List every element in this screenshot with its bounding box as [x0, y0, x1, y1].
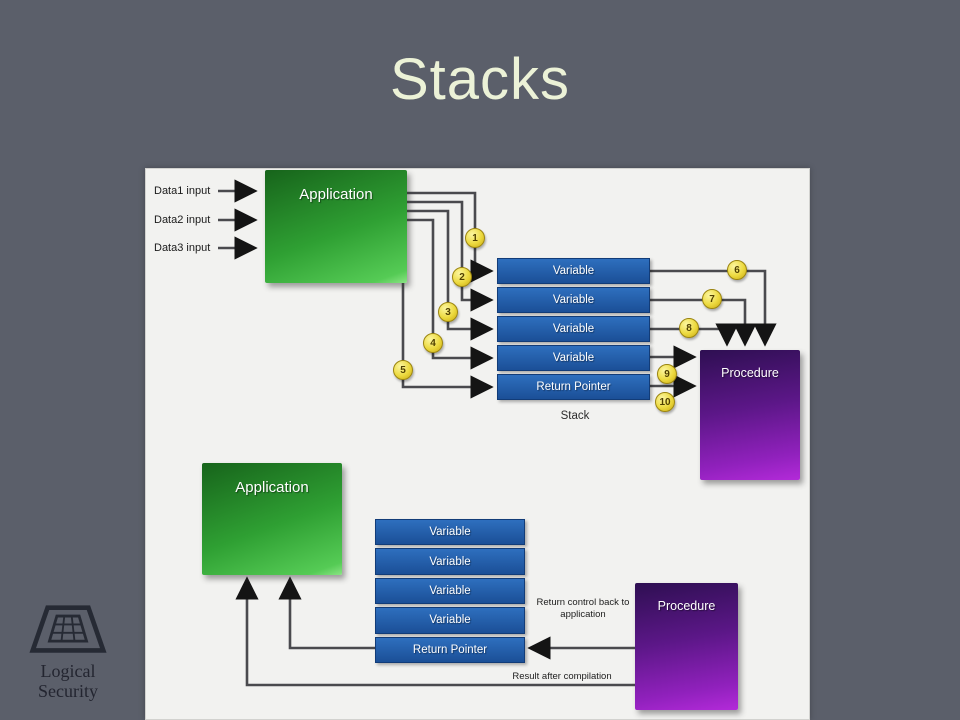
stack-top: Variable Variable Variable Variable Retu…	[497, 258, 650, 400]
stack-row: Variable	[375, 519, 525, 546]
logo: Logical Security	[20, 604, 116, 701]
procedure-box-bottom: Procedure	[635, 583, 738, 710]
sequence-badge: 5	[393, 360, 413, 380]
application-box-bottom: Application	[202, 463, 342, 575]
sequence-badge: 2	[452, 267, 472, 287]
input-label-1: Data1 input	[154, 185, 211, 197]
stack-row: Variable	[497, 345, 650, 371]
logo-text-line2: Security	[38, 681, 98, 701]
logo-text-line1: Logical	[40, 661, 96, 681]
stack-caption: Stack	[560, 410, 590, 422]
return-control-note: Return control back to application	[536, 597, 630, 621]
stack-row: Variable	[375, 607, 525, 634]
slide-title: Stacks	[389, 47, 571, 112]
sequence-badge: 4	[423, 333, 443, 353]
stack-row: Variable	[497, 316, 650, 342]
input-label-3: Data3 input	[154, 242, 211, 254]
procedure-label-bottom: Procedure	[657, 599, 716, 613]
sequence-badge: 3	[438, 302, 458, 322]
sequence-badge: 1	[465, 228, 485, 248]
sequence-badge: 7	[702, 289, 722, 309]
procedure-label-top: Procedure	[721, 366, 779, 380]
logo-mark-icon	[29, 605, 107, 653]
stack-row: Variable	[375, 548, 525, 575]
application-label-bottom: Application	[235, 479, 309, 496]
sequence-badge: 8	[679, 318, 699, 338]
sequence-badge: 9	[657, 364, 677, 384]
procedure-box-top: Procedure	[700, 350, 800, 480]
application-label-top: Application	[299, 186, 373, 203]
sequence-badge: 10	[655, 392, 675, 412]
result-note: Result after compilation	[512, 671, 612, 682]
stack-row: Return Pointer	[497, 374, 650, 400]
stack-bottom: Variable Variable Variable Variable Retu…	[375, 519, 525, 664]
sequence-badge: 6	[727, 260, 747, 280]
stack-row: Variable	[497, 258, 650, 284]
stack-row: Variable	[497, 287, 650, 313]
input-label-2: Data2 input	[154, 214, 211, 226]
stack-row: Return Pointer	[375, 636, 525, 664]
application-box-top: Application	[265, 170, 407, 283]
stack-row: Variable	[375, 577, 525, 605]
